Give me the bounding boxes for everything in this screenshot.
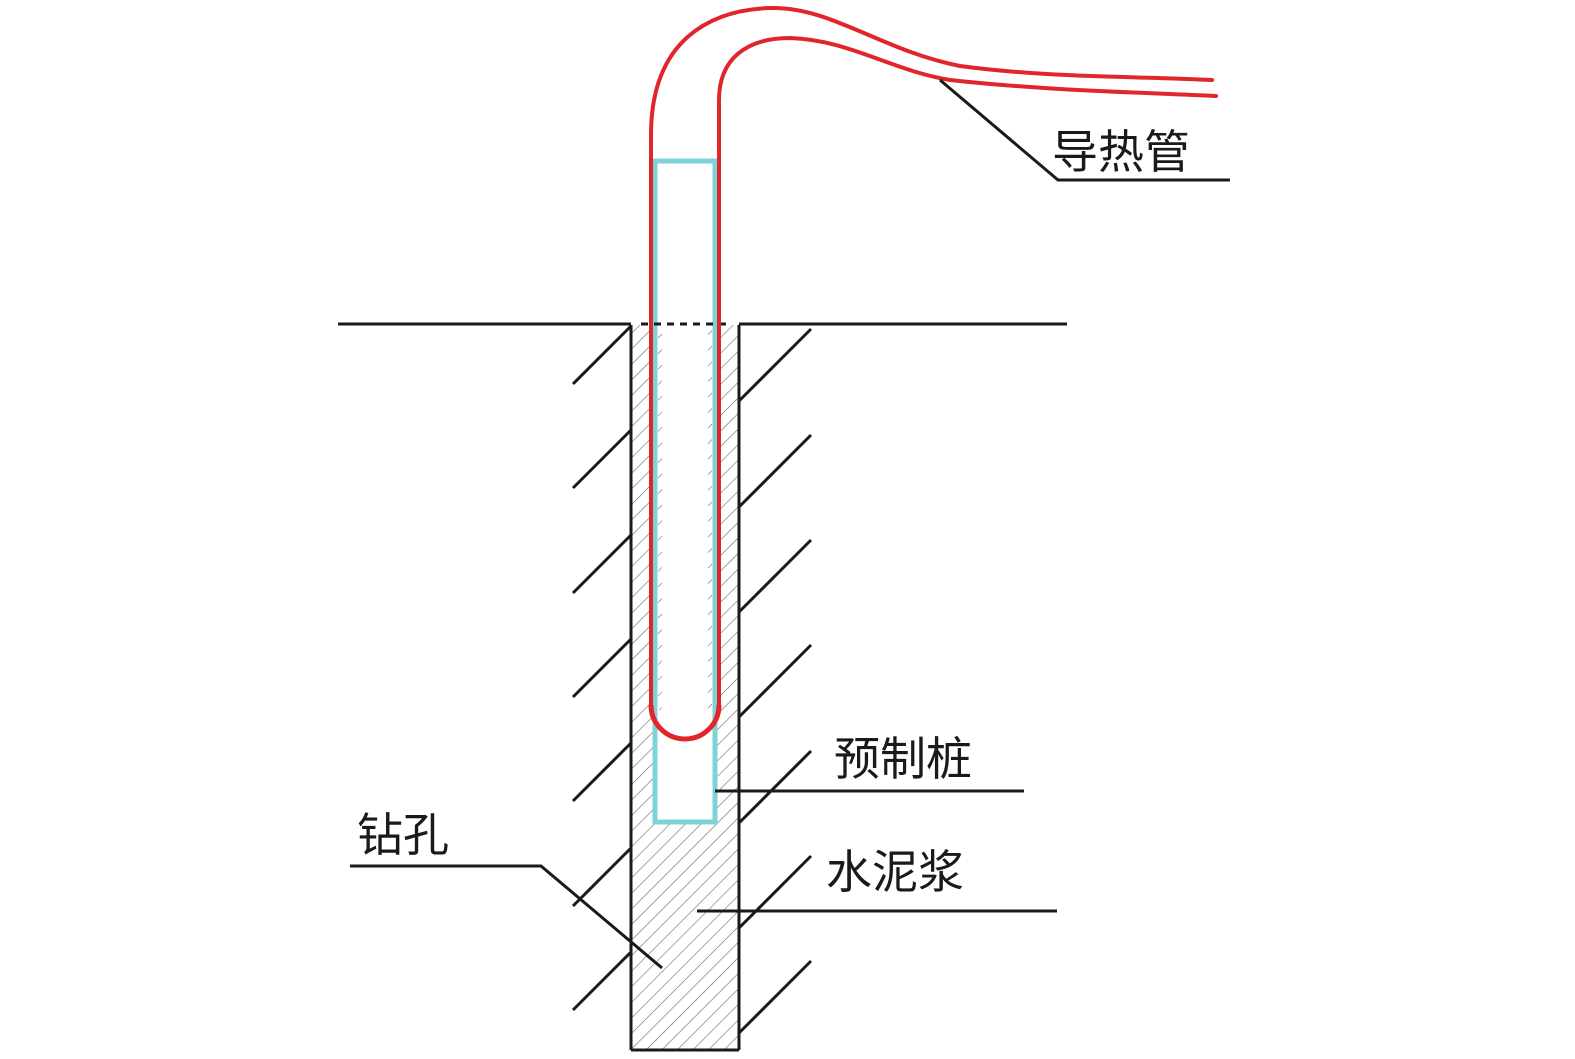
heat-pipe-inner-wall bbox=[648, 704, 722, 742]
borehole-label: 钻孔 bbox=[357, 808, 449, 862]
heat-pipe-lower-run bbox=[717, 35, 1218, 137]
heat-pipe-leader bbox=[939, 78, 1230, 182]
pile-inner-core bbox=[662, 326, 708, 714]
soil-hatch-left bbox=[571, 324, 633, 1012]
heat-pipe-upper-run bbox=[649, 5, 1214, 137]
soil-hatch-right bbox=[737, 327, 813, 1035]
cement-grout-label: 水泥浆 bbox=[826, 845, 964, 899]
precast-pile-label: 预制桩 bbox=[834, 732, 972, 786]
borehole-leader bbox=[350, 864, 663, 970]
heat-pipe-label: 导热管 bbox=[1052, 125, 1190, 179]
